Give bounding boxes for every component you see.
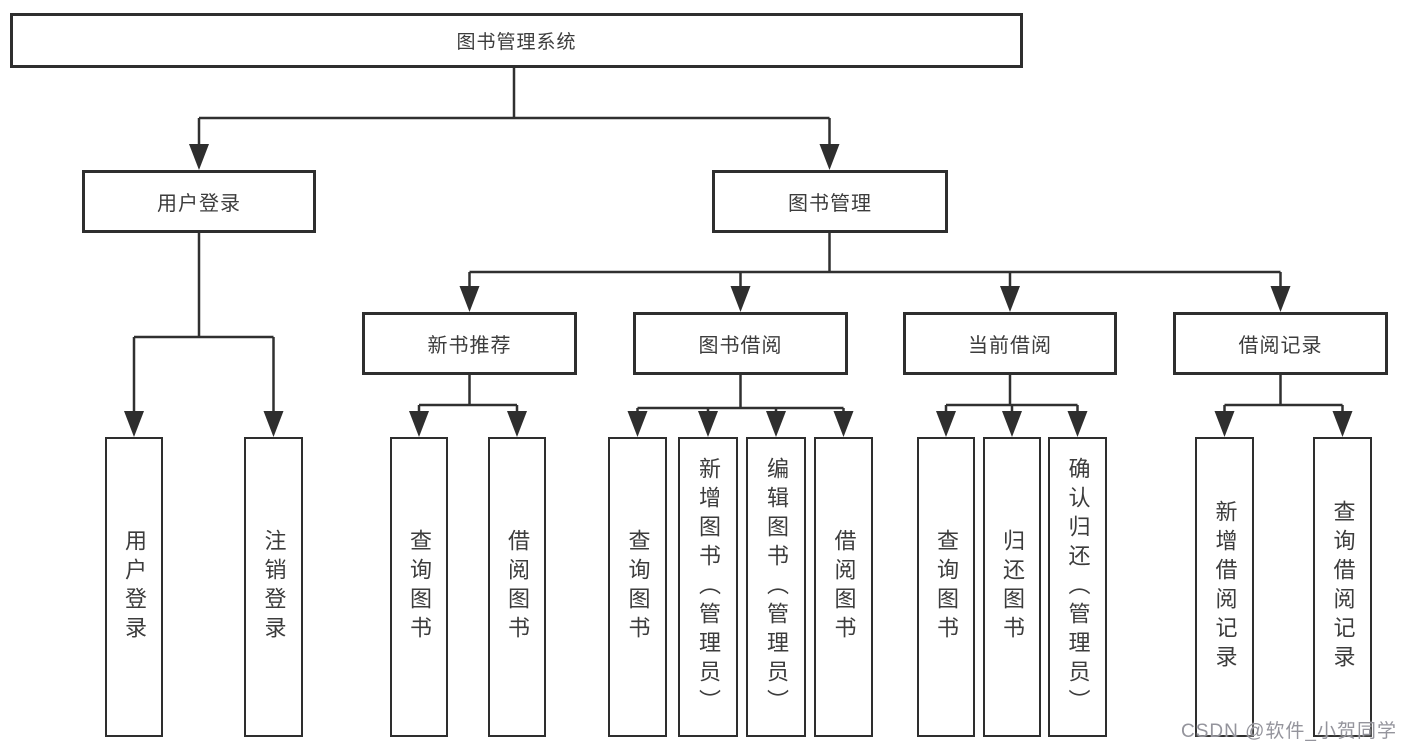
leaf-confirm-return-admin: 确认归还（管理员） [1048, 437, 1107, 737]
leaf-borrow-book-recommend-label: 借阅图书 [505, 529, 530, 645]
leaf-logout-label: 注销登录 [261, 529, 287, 645]
node-current-borrow: 当前借阅 [903, 312, 1117, 375]
node-user-login: 用户登录 [82, 170, 316, 233]
leaf-query-book-borrow-label: 查询图书 [625, 529, 651, 645]
node-new-book-recommend-label: 新书推荐 [427, 335, 512, 357]
leaf-logout: 注销登录 [244, 437, 303, 737]
node-current-borrow-label: 当前借阅 [968, 335, 1052, 357]
node-root-label: 图书管理系统 [456, 32, 577, 53]
leaf-add-book-admin: 新增图书（管理员） [678, 437, 738, 737]
leaf-query-book-current-label: 查询图书 [934, 529, 959, 645]
leaf-query-book-current: 查询图书 [917, 437, 975, 737]
leaf-user-login: 用户登录 [105, 437, 163, 737]
leaf-add-book-admin-label: 新增图书（管理员） [696, 456, 721, 718]
leaf-borrow-book-label: 借阅图书 [831, 529, 857, 645]
node-book-borrow: 图书借阅 [633, 312, 848, 375]
leaf-query-book-borrow: 查询图书 [608, 437, 667, 737]
arrowheads [124, 144, 1353, 437]
leaf-query-borrow-record: 查询借阅记录 [1313, 437, 1372, 737]
node-borrow-record-label: 借阅记录 [1238, 335, 1323, 357]
node-book-borrow-label: 图书借阅 [698, 335, 783, 357]
leaf-edit-book-admin: 编辑图书（管理员） [746, 437, 806, 737]
leaf-user-login-label: 用户登录 [122, 529, 147, 645]
node-book-management: 图书管理 [712, 170, 948, 233]
node-book-management-label: 图书管理 [788, 193, 872, 215]
node-root: 图书管理系统 [10, 13, 1023, 68]
leaf-return-book: 归还图书 [983, 437, 1041, 737]
node-user-login-label: 用户登录 [157, 193, 241, 215]
leaf-query-book-recommend: 查询图书 [390, 437, 448, 737]
leaf-confirm-return-admin-label: 确认归还（管理员） [1065, 456, 1091, 718]
node-new-book-recommend: 新书推荐 [362, 312, 577, 375]
leaf-borrow-book: 借阅图书 [814, 437, 873, 737]
leaf-add-borrow-record: 新增借阅记录 [1195, 437, 1254, 737]
leaf-return-book-label: 归还图书 [1000, 529, 1025, 645]
leaf-query-book-recommend-label: 查询图书 [407, 529, 432, 645]
watermark: CSDN @软件_小贺同学 [1181, 721, 1397, 742]
node-borrow-record: 借阅记录 [1173, 312, 1388, 375]
leaf-query-borrow-record-label: 查询借阅记录 [1330, 500, 1356, 674]
leaf-edit-book-admin-label: 编辑图书（管理员） [764, 456, 789, 718]
leaf-add-borrow-record-label: 新增借阅记录 [1212, 500, 1238, 674]
leaf-borrow-book-recommend: 借阅图书 [488, 437, 546, 737]
